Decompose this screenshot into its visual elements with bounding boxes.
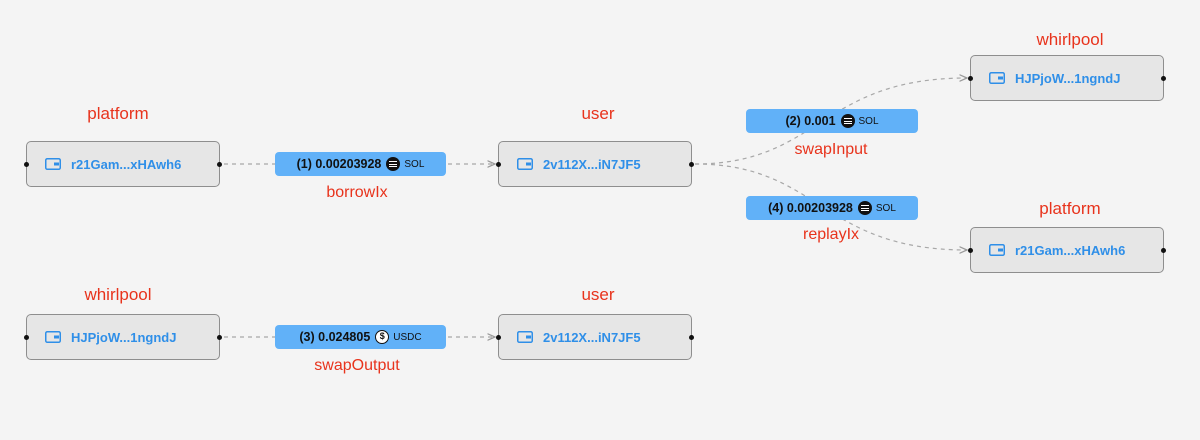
role-label-user: user: [581, 104, 615, 123]
ix-label-borrowIx: borrowIx: [326, 184, 388, 201]
wallet-icon: [989, 72, 1005, 84]
role-label-user: user: [581, 285, 615, 304]
port-left[interactable]: [496, 335, 501, 340]
transfer-amount: 0.00203928: [315, 157, 382, 171]
transfer-index: (1): [296, 157, 312, 171]
port-right[interactable]: [217, 162, 222, 167]
transfer-pill-replayIx[interactable]: (4) 0.00203928 SOL: [746, 196, 918, 220]
wallet-icon: [989, 244, 1005, 256]
transfer-amount: 0.00203928: [786, 201, 853, 215]
transfer-pill-swapOutput[interactable]: (3) 0.024805 $ USDC: [275, 325, 446, 349]
node-address: 2v112X...iN7JF5: [543, 329, 641, 345]
ix-label-swapOutput: swapOutput: [314, 357, 400, 374]
sol-token-icon: [840, 114, 855, 128]
transfer-amount: 0.001: [804, 114, 836, 128]
transfer-index: (3): [299, 330, 315, 344]
port-left[interactable]: [24, 335, 29, 340]
role-label-platform: platform: [87, 104, 149, 123]
token-symbol: SOL: [858, 115, 879, 127]
transfer-index: (2): [785, 114, 801, 128]
wallet-icon: [45, 331, 61, 343]
transfer-pill-swapInput[interactable]: (2) 0.001 SOL: [746, 109, 918, 133]
ix-label-replayIx: replayIx: [802, 226, 860, 243]
wallet-icon: [45, 158, 61, 170]
node-whirlpool[interactable]: HJPjoW...1ngndJ: [968, 55, 1166, 101]
role-label-whirlpool: whirlpool: [84, 285, 152, 304]
transfer-pill-borrowIx[interactable]: (1) 0.00203928 SOL: [275, 152, 446, 176]
role-label-whirlpool: whirlpool: [1036, 30, 1104, 49]
port-right[interactable]: [1161, 76, 1166, 81]
node-user[interactable]: 2v112X...iN7JF5: [496, 314, 694, 360]
port-right[interactable]: [1161, 248, 1166, 253]
transfer-amount: 0.024805: [318, 330, 371, 344]
node-platform[interactable]: r21Gam...xHAwh6: [968, 227, 1166, 273]
port-left[interactable]: [968, 248, 973, 253]
sol-token-icon: [857, 201, 872, 215]
token-symbol: SOL: [875, 202, 896, 214]
node-platform[interactable]: r21Gam...xHAwh6: [24, 141, 222, 187]
transfer-index: (4): [768, 201, 784, 215]
port-left[interactable]: [968, 76, 973, 81]
wallet-icon: [517, 158, 533, 170]
usdc-token-icon: $: [375, 330, 390, 344]
node-user[interactable]: 2v112X...iN7JF5: [496, 141, 694, 187]
node-address: 2v112X...iN7JF5: [543, 156, 641, 172]
port-left[interactable]: [496, 162, 501, 167]
node-address: HJPjoW...1ngndJ: [71, 329, 177, 345]
node-whirlpool[interactable]: HJPjoW...1ngndJ: [24, 314, 222, 360]
node-address: r21Gam...xHAwh6: [71, 156, 182, 172]
node-address: HJPjoW...1ngndJ: [1015, 70, 1121, 86]
role-label-platform: platform: [1039, 199, 1101, 218]
token-symbol: USDC: [393, 331, 422, 343]
port-right[interactable]: [689, 162, 694, 167]
port-right[interactable]: [689, 335, 694, 340]
token-symbol: SOL: [404, 158, 425, 170]
port-right[interactable]: [217, 335, 222, 340]
wallet-icon: [517, 331, 533, 343]
ix-label-swapInput: swapInput: [794, 141, 868, 158]
node-address: r21Gam...xHAwh6: [1015, 242, 1126, 258]
port-left[interactable]: [24, 162, 29, 167]
sol-token-icon: [386, 157, 401, 171]
